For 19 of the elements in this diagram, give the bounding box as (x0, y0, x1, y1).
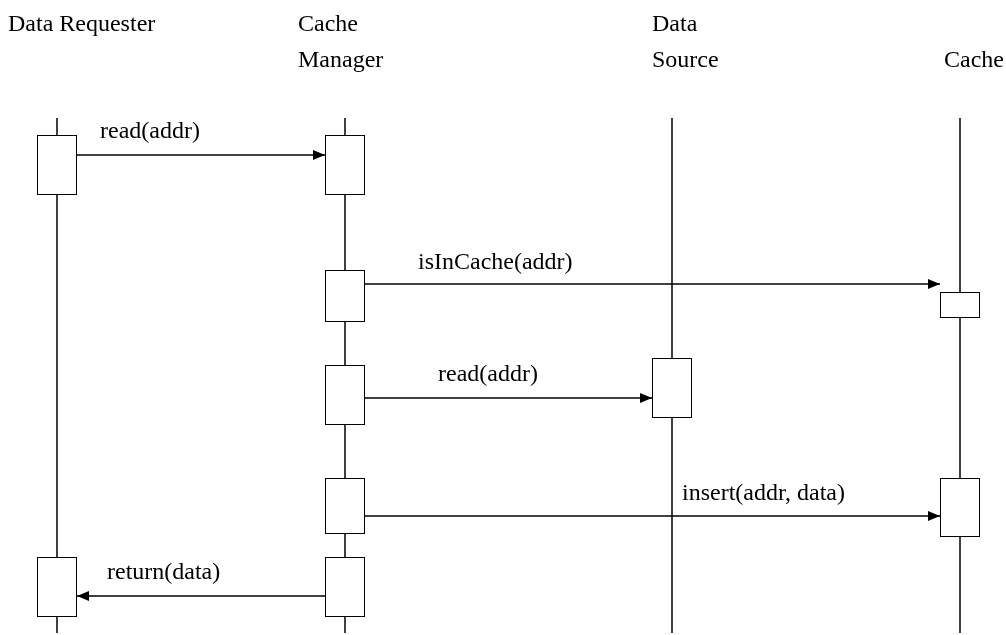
activation-box (325, 135, 365, 195)
arrow (76, 150, 326, 160)
activation-box (940, 292, 980, 318)
participant-label: Data Source (652, 5, 742, 77)
arrow (364, 279, 941, 289)
arrow (76, 591, 326, 601)
activation-box (37, 135, 77, 195)
activation-box (325, 365, 365, 425)
activation-box (652, 358, 692, 418)
participant-label: Cache (944, 41, 1006, 77)
arrow (364, 511, 941, 521)
arrow (364, 393, 653, 403)
participant-label: Data Requester (8, 5, 158, 41)
activation-box (325, 478, 365, 534)
activation-box (325, 270, 365, 322)
activation-box (325, 557, 365, 617)
participant-label: Cache Manager (298, 5, 428, 77)
activation-box (940, 478, 980, 537)
activation-box (37, 557, 77, 617)
